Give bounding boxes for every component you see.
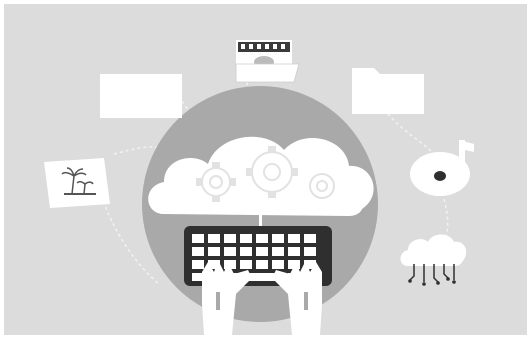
photo-palm-icon <box>44 158 110 208</box>
document-icon <box>100 74 182 118</box>
film-folder-icon <box>236 40 299 82</box>
cloud-computing-illustration <box>4 4 527 335</box>
cloud-stem <box>259 214 262 228</box>
folder-icon <box>352 68 424 114</box>
